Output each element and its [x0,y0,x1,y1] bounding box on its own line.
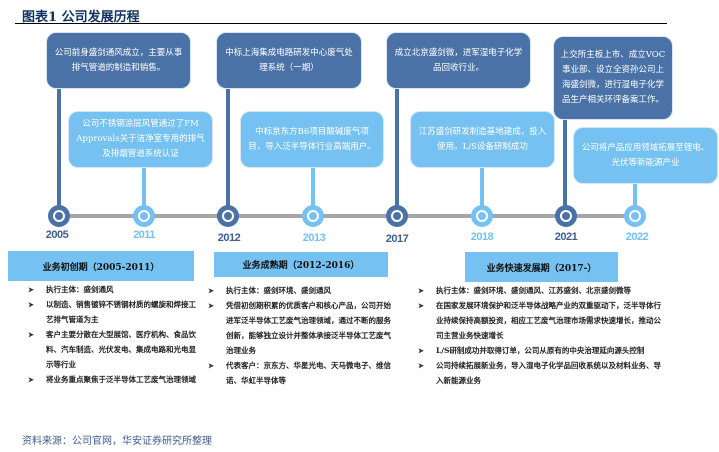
year-label: 2011 [133,229,155,241]
event-2021: 上交所主板上市、成立VOC事业部、设立全资孙公司上海盛剑微，进行湿电子化学品生产… [553,36,673,120]
timeline-node [302,205,324,227]
year-label: 2021 [554,231,578,243]
list-item: L/S研制成功并取得订单，公司从原有的中央治理延向源头控制 [418,343,668,358]
timeline-node [471,205,493,227]
figure-title: 图表1 公司发展历程 [22,10,140,25]
connector [633,181,637,208]
connector [480,165,484,208]
list-item: 执行主体：盛剑环境、盛剑通风、江苏盛剑、北京盛剑微等 [418,283,668,298]
year-label: 2013 [302,232,326,244]
timeline-node [133,205,155,227]
title-divider [15,23,667,24]
year-label: 2005 [45,229,69,241]
timeline-node [624,205,646,227]
phase-header: 业务成熟期（2012-2016） [214,252,388,277]
list-item: 在国家发展环境保护和泛半导体战略产业的双重驱动下，泛半导体行业持续保持高额投资，… [418,298,668,343]
source-note: 资料来源：公司官网，华安证券研究所整理 [22,436,212,447]
event-2012: 中标上海集成电路研发中心废气处理系统（一期） [216,32,362,89]
event-2011: 公司不锈钢涂层风管通过了FM Approvals关于洁净室专用的排气及排烟管道系… [68,111,213,168]
year-label: 2022 [625,231,649,243]
event-2022: 公司将产品应用领域拓展至锂电、光伏等新能源产业 [573,127,718,184]
phase-list: 执行主体：盛剑环境、盛剑通风、江苏盛剑、北京盛剑微等 在国家发展环境保护和泛半导… [418,283,668,388]
list-item: 将业务重点聚焦于泛半导体工艺废气治理领域 [28,372,196,387]
list-item: 凭借初创期积累的优质客户和核心产品，公司开始进军泛半导体工艺废气治理领域，通过不… [208,298,398,358]
event-2013: 中标京东方B6项目酸碱废气项目，导入泛半导体行业高端用户。 [240,111,384,168]
list-item: 客户主要分散在大型展馆、医疗机构、食品饮料、汽车制造、光伏发电、集成电路和光电显… [28,327,196,372]
list-item: 公司持续拓展新业务，导入湿电子化学品回收系统以及材料业务、导入新能源业务 [418,358,668,388]
phase-header: 业务初创期（2005-2011） [8,251,194,281]
event-2005: 公司前身盛剑通风成立，主要从事排气管道的制造和销售。 [46,32,191,89]
list-item: 执行主体：盛剑环境、盛剑通风 [208,283,398,298]
phase-list: 执行主体：盛剑通风 以制造、销售镀锌不锈钢材质的螺旋和焊接工艺排气管道为主 客户… [28,282,196,387]
timeline-node [48,205,70,227]
timeline-axis [58,214,640,218]
timeline-node [217,205,239,227]
phase-header: 业务快速发展期（2017-） [465,252,618,282]
list-item: 以制造、销售镀锌不锈钢材质的螺旋和焊接工艺排气管道为主 [28,297,196,327]
connector [226,86,230,208]
connector [142,165,146,208]
event-2017: 成立北京盛剑微，进军湿电子化学品回收行业。 [386,32,531,89]
timeline-node [386,205,408,227]
connector [563,118,567,208]
year-label: 2017 [385,233,409,245]
list-item: 代表客户：京东方、华星光电、天马微电子、维信诺、华虹半导体等 [208,358,398,388]
year-label: 2012 [217,232,241,244]
list-item: 执行主体：盛剑通风 [28,282,196,297]
timeline-node [555,205,577,227]
connector [395,86,399,208]
year-label: 2018 [470,231,494,243]
connector [311,165,315,208]
event-2018: 江苏盛剑研发制造基地建成，投入使用。L/S设备研制成功 [410,111,555,168]
phase-list: 执行主体：盛剑环境、盛剑通风 凭借初创期积累的优质客户和核心产品，公司开始进军泛… [208,283,398,388]
connector [57,86,61,208]
